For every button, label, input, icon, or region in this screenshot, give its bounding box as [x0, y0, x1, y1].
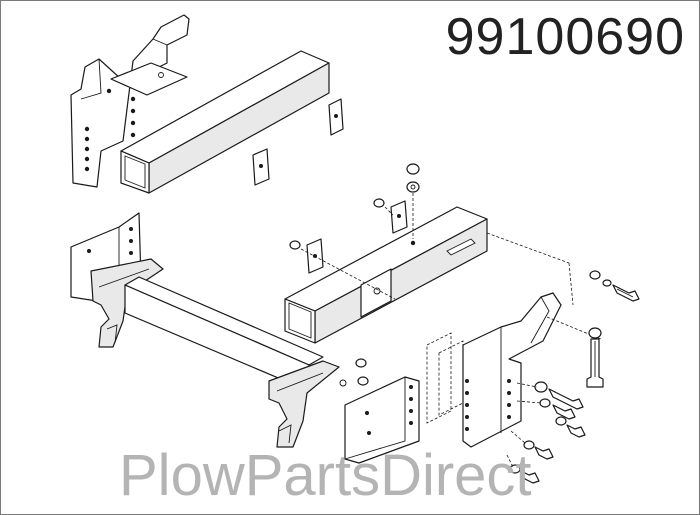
- upper-receiver-tube-end: [120, 150, 150, 194]
- center-nuts: [289, 163, 420, 250]
- spacer-strip-a: [426, 332, 452, 424]
- spacer-strip-b: [438, 340, 464, 416]
- lower-mount-plate-holes: [365, 385, 413, 435]
- watermark-text: PlowPartsDirect: [119, 443, 532, 508]
- right-side-bracket-assembly: [426, 232, 602, 448]
- lower-left-assembly: [70, 212, 420, 464]
- center-receiver-assembly: [284, 163, 488, 344]
- long-crossbar-side: [124, 284, 310, 392]
- upper-mount-assembly: [70, 14, 344, 194]
- upper-top-plate: [110, 62, 188, 96]
- hardware-bolts: [506, 270, 640, 484]
- lower-left-nuts: [339, 358, 369, 387]
- right-hook-bracket: [268, 360, 340, 448]
- upper-bracket-holes: [84, 88, 136, 172]
- center-tube-end: [284, 298, 316, 344]
- right-bracket-holes: [465, 379, 511, 431]
- part-number-title: 99100690: [445, 8, 685, 66]
- right-side-bracket: [462, 292, 562, 448]
- short-bolt-stack: [509, 381, 586, 484]
